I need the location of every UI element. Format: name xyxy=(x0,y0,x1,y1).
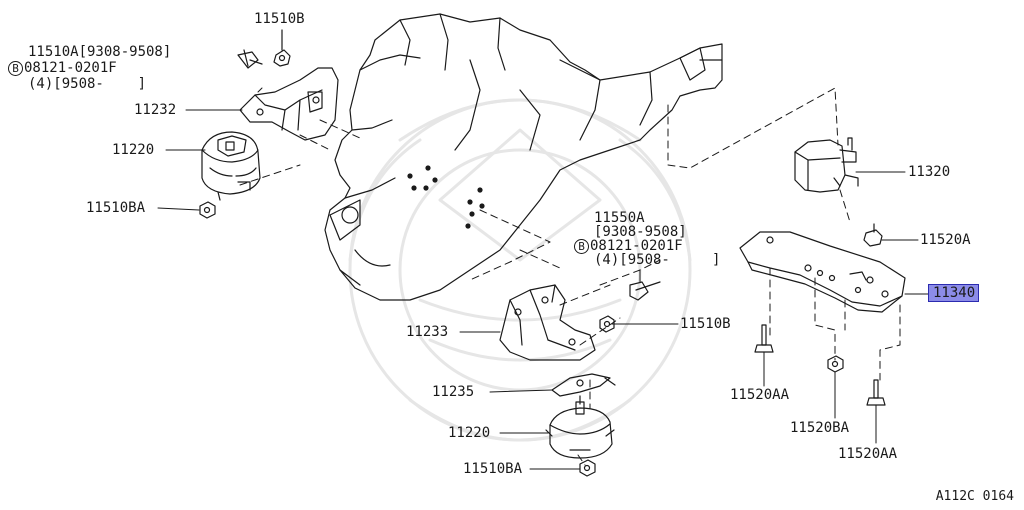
label-11235: 11235 xyxy=(432,384,475,400)
bracket-11233 xyxy=(499,284,596,361)
leader-lines xyxy=(157,87,931,470)
label-11320: 11320 xyxy=(908,164,951,180)
label-11510a-top: 11510A[9308-9508] xyxy=(28,44,172,60)
label-11220-bottom: 11220 xyxy=(448,425,491,441)
bolt-11520a xyxy=(863,223,883,247)
bolt-11520aa-left xyxy=(754,324,774,353)
label-11220-top: 11220 xyxy=(112,142,155,158)
label-bolt-b-middle-code: 08121-0201F xyxy=(590,238,683,254)
label-11520aa-right: 11520AA xyxy=(838,446,898,462)
mount-11220-bottom xyxy=(545,395,615,459)
label-11550a: 11550A xyxy=(594,210,645,226)
bracket-11232 xyxy=(239,67,339,141)
diagram-reference-code: A112C 0164 xyxy=(935,489,1014,504)
mount-11220-top xyxy=(201,131,261,201)
label-11233: 11233 xyxy=(406,324,449,340)
nut-11510ba-top xyxy=(199,201,216,219)
crossmember-11340 xyxy=(739,231,906,313)
watermark-emblem xyxy=(348,98,692,442)
label-11520ba: 11520BA xyxy=(790,420,850,436)
label-11340-highlighted[interactable]: 11340 xyxy=(928,284,980,302)
label-11520aa-left: 11520AA xyxy=(730,387,790,403)
nut-11520ba xyxy=(827,355,844,373)
label-11550a-date: [9308-9508] xyxy=(594,224,687,240)
label-bolt-b-top-qty: (4)[9508- ] xyxy=(28,76,147,92)
label-11232: 11232 xyxy=(134,102,177,118)
nut-11510b-middle xyxy=(599,315,615,333)
label-bolt-b-middle-qty: (4)[9508- ] xyxy=(594,252,721,268)
engine-transmission xyxy=(324,13,723,301)
label-bolt-b-top-code: 08121-0201F xyxy=(24,60,117,76)
label-11510ba-top: 11510BA xyxy=(86,200,146,216)
nut-11510ba-bottom xyxy=(579,459,596,477)
label-11510ba-bottom: 11510BA xyxy=(463,461,523,477)
nut-11510b-top xyxy=(273,29,291,67)
bolt-11520aa-right xyxy=(866,379,886,406)
alignment-dashes xyxy=(239,87,901,466)
mount-11320 xyxy=(794,137,859,193)
bolt-11510a-top xyxy=(237,49,263,69)
label-11520a: 11520A xyxy=(920,232,971,248)
bolt-11550a xyxy=(629,281,661,301)
plate-11235 xyxy=(551,373,616,397)
circled-b-icon: B xyxy=(8,61,23,76)
circled-b-icon: B xyxy=(574,239,589,254)
label-11510b-top: 11510B xyxy=(254,11,305,27)
label-11510b-middle: 11510B xyxy=(680,316,731,332)
